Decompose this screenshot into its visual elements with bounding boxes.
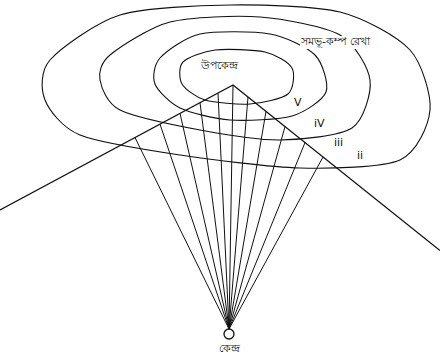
isoseismal-line [100, 16, 371, 140]
intensity-number: V [293, 97, 303, 110]
focus-label: কেন্দ্র [218, 343, 241, 356]
isoseismal-label: সমভূ-কম্প রেখা [300, 36, 371, 49]
seismic-ray [229, 143, 305, 329]
seismic-ray [229, 157, 323, 329]
isoseismal-line [180, 49, 294, 104]
seismic-ray [160, 124, 229, 329]
isoseismal-line [42, 5, 430, 168]
seismic-ray [180, 113, 229, 329]
seismic-ray [135, 138, 229, 329]
seismic-ray [218, 93, 229, 329]
seismic-ray [229, 111, 266, 329]
intensity-number: ii [356, 150, 364, 163]
focus-point [224, 329, 234, 339]
epicentre-label: উপকেন্দ্র [200, 60, 239, 73]
intensity-number: iV [313, 118, 326, 131]
seismic-ray [229, 127, 285, 329]
seismic-ray [200, 103, 229, 329]
ground-surface [0, 85, 440, 251]
intensity-number: iii [333, 137, 344, 150]
